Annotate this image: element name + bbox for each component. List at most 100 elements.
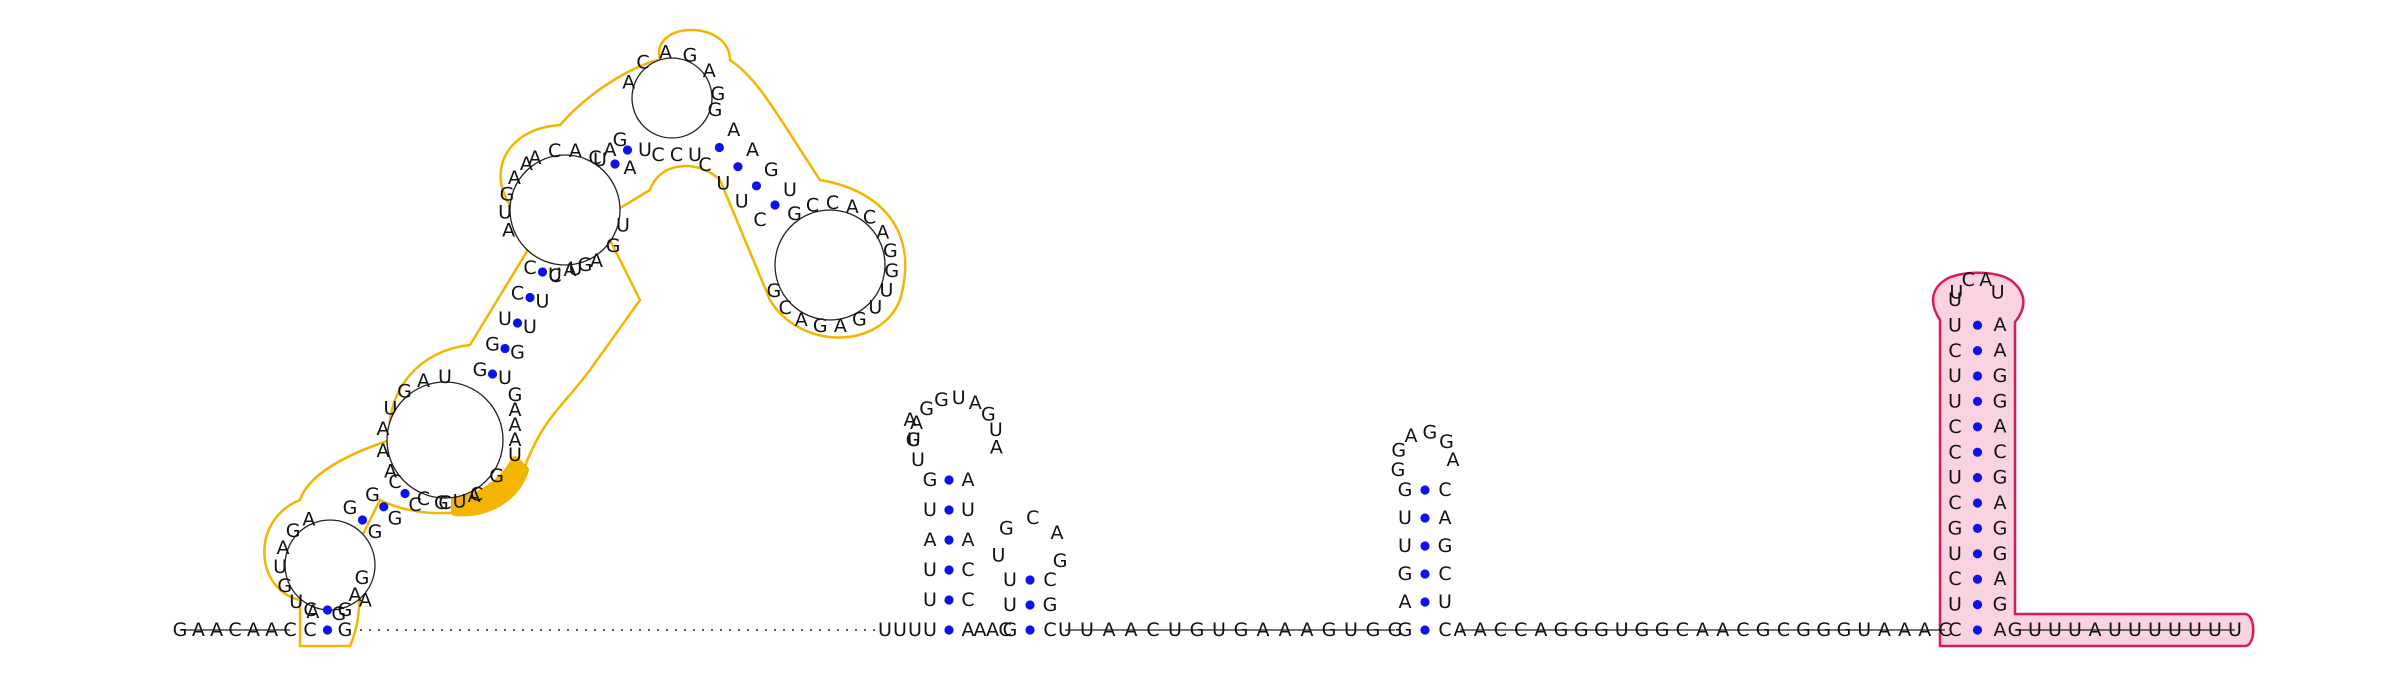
hairpin-c-right-base: C xyxy=(1438,563,1451,585)
stem1-right-base: G xyxy=(338,619,353,641)
hairpin-b-loop-base: G xyxy=(999,517,1014,539)
base-pair-dot xyxy=(1972,599,1983,610)
linker-base: U xyxy=(893,619,907,641)
base-pair-dot xyxy=(1420,541,1430,551)
terminator-left-base: C xyxy=(1948,492,1961,514)
hairpin-a-right-base: A xyxy=(962,619,975,641)
tail-linker-base: A xyxy=(1454,619,1467,641)
hairpin-a-loop-base: U xyxy=(952,387,966,409)
stem3-right-base: A xyxy=(509,429,522,451)
loop1-base: G xyxy=(331,603,346,625)
base-pair-dot xyxy=(1972,498,1983,508)
apex-loop-base: C xyxy=(636,51,649,73)
base-pair-dot xyxy=(1972,396,1983,406)
hairpin-c-left-base: G xyxy=(1391,459,1406,481)
hairpin-a-loop-base: U xyxy=(989,419,1003,441)
base-pair-dot xyxy=(357,515,368,525)
junction-loop-base: G xyxy=(500,183,515,205)
terminator-left-base: G xyxy=(1948,517,1963,539)
apex-loop-base: G xyxy=(683,45,698,67)
junction-loop-base: A xyxy=(502,220,515,242)
hairpin-c-left-base: G xyxy=(1398,563,1413,585)
tail-linker-base: U xyxy=(1615,619,1629,641)
base-pair-dot xyxy=(751,181,762,191)
mid-linker-base: A xyxy=(1257,619,1270,641)
motif-highlight xyxy=(451,456,529,517)
hairpin-a-right-base: U xyxy=(961,499,975,521)
bridge-base: C xyxy=(651,144,664,166)
base-pair-dot xyxy=(944,535,954,545)
loop1-base: A xyxy=(306,601,319,623)
base-pair-dot xyxy=(322,605,333,615)
base-pair-dot xyxy=(1972,472,1983,483)
terminator-loop-base: U xyxy=(1949,281,1963,303)
hairpin-b-left-base: U xyxy=(1003,594,1017,616)
loop1-base: G xyxy=(277,575,292,597)
tail-linker-base: C xyxy=(1777,619,1790,641)
loop1-base: A xyxy=(359,589,372,611)
base-pair-dot xyxy=(1972,549,1983,559)
terminator-right-base: G xyxy=(1993,517,2008,539)
leader-base: C xyxy=(228,619,241,641)
hairpin-c-right-base: A xyxy=(1439,507,1452,529)
tail-linker-base: G xyxy=(1756,619,1771,641)
mid-linker-base: U xyxy=(1058,619,1072,641)
apex-loop-base: A xyxy=(659,41,672,63)
junction-loop-base: C xyxy=(548,140,561,162)
hairpin-a-right-base: C xyxy=(961,559,974,581)
tail-linker-base: G xyxy=(1554,619,1569,641)
hairpin-a-loop-base: G xyxy=(934,389,949,411)
apex-loop-base: A xyxy=(703,60,716,82)
mid-linker-base: A xyxy=(1279,619,1292,641)
terminal-loop-base: U xyxy=(880,280,894,302)
base-pair-dot xyxy=(487,369,498,379)
terminator-left-base: U xyxy=(1948,314,1962,336)
junction-loop-base: A xyxy=(520,153,533,175)
junction-loop-base: U xyxy=(568,258,582,280)
base-pair-dot xyxy=(525,292,535,303)
internal-loop-base: U xyxy=(453,490,467,512)
terminator-left-base: U xyxy=(1948,543,1962,565)
terminator-left-base: U xyxy=(1948,594,1962,616)
junction-loop-circle xyxy=(509,154,621,266)
linker-base: A xyxy=(974,619,987,641)
hairpin-a-left-base: U xyxy=(923,589,937,611)
right-arm-base: A xyxy=(746,139,759,161)
hairpin-b-right-base: C xyxy=(1043,619,1056,641)
loop1-base: G xyxy=(286,520,301,542)
tail-3prime-base: U xyxy=(2228,619,2242,641)
hairpin-c-left-base: G xyxy=(1398,619,1413,641)
base-pair-dot xyxy=(1972,574,1983,584)
tail-linker-base: A xyxy=(1716,619,1729,641)
leader-base: G xyxy=(173,619,188,641)
tail-linker-base: A xyxy=(1696,619,1709,641)
hairpin-c-loop-base: A xyxy=(1405,425,1418,447)
leader-base: C xyxy=(283,619,296,641)
linker-base: U xyxy=(878,619,892,641)
hairpin-c-loop-base: G xyxy=(1391,439,1406,461)
terminal-loop-base: A xyxy=(834,315,847,337)
tail-3prime-base: U xyxy=(2188,619,2202,641)
loop1-base: U xyxy=(289,591,303,613)
hairpin-a-loop-base: G xyxy=(981,403,996,425)
tail-linker-base: G xyxy=(1635,619,1650,641)
hairpin-a-right-base: A xyxy=(962,529,975,551)
internal-loop-base: C xyxy=(470,484,483,506)
tail-3prime-base: U xyxy=(2028,619,2042,641)
mid-linker-base: G xyxy=(1388,619,1403,641)
terminator-right-base: G xyxy=(1993,390,2008,412)
base-pair-dot xyxy=(610,159,620,169)
hairpin-b-loop-base: U xyxy=(992,545,1006,567)
base-pair-dot xyxy=(1972,422,1983,432)
hairpin-b-left-base: U xyxy=(1003,569,1017,591)
terminator-right-base: A xyxy=(1994,568,2007,590)
motif-base: A xyxy=(468,485,481,507)
terminator-left-base: C xyxy=(1948,441,1961,463)
loop1-base: U xyxy=(273,556,287,578)
right-arm-base: G xyxy=(764,159,779,181)
internal-loop-base: A xyxy=(376,418,389,440)
base-pair-dot xyxy=(1972,447,1983,457)
tail-3prime-base: U xyxy=(2108,619,2122,641)
